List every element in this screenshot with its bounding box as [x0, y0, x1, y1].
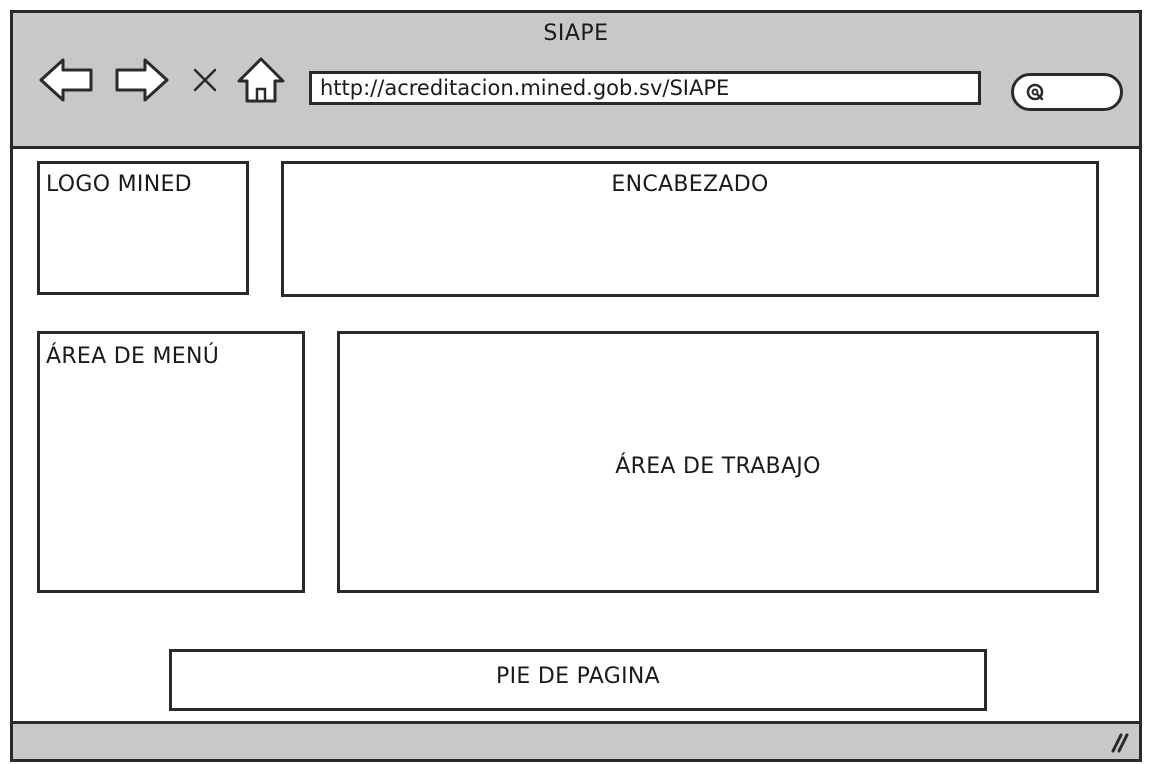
header-area: ENCABEZADO: [281, 161, 1099, 297]
header-label: ENCABEZADO: [611, 172, 769, 197]
search-input[interactable]: [1011, 73, 1123, 111]
back-arrow-icon[interactable]: [37, 53, 97, 107]
resize-grip-icon[interactable]: [1107, 731, 1129, 753]
home-icon[interactable]: [231, 53, 291, 107]
address-bar[interactable]: http://acreditacion.mined.gob.sv/SIAPE: [309, 71, 981, 105]
status-bar: [13, 721, 1139, 759]
logo-label: LOGO MINED: [46, 172, 192, 197]
work-area-label: ÁREA DE TRABAJO: [615, 454, 821, 479]
search-icon: [1026, 83, 1044, 101]
window-title: SIAPE: [543, 21, 609, 46]
menu-area: ÁREA DE MENÚ: [37, 331, 305, 593]
forward-arrow-icon[interactable]: [111, 53, 171, 107]
work-area: ÁREA DE TRABAJO: [337, 331, 1099, 593]
footer-label: PIE DE PAGINA: [496, 664, 660, 689]
close-x-icon[interactable]: [183, 53, 227, 107]
browser-toolbar: SIAPE http://acreditacion.mi: [13, 13, 1139, 149]
logo-area: LOGO MINED: [37, 161, 249, 295]
browser-window: SIAPE http://acreditacion.mi: [10, 10, 1142, 762]
footer-area: PIE DE PAGINA: [169, 649, 987, 711]
menu-label: ÁREA DE MENÚ: [46, 344, 220, 369]
